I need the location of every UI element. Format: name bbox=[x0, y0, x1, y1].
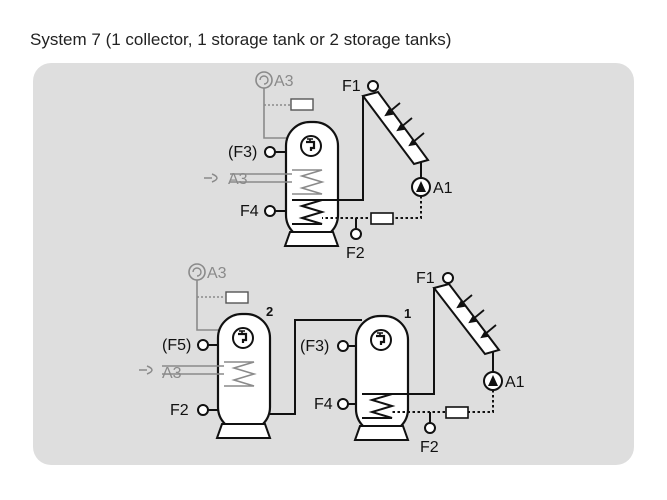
page-title: System 7 (1 collector, 1 storage tank or… bbox=[30, 30, 452, 49]
bottom-pump-icon bbox=[483, 371, 503, 391]
bottom-control-box bbox=[445, 406, 469, 419]
top-sun-arrows bbox=[384, 102, 425, 147]
bottom-sun-arrows bbox=[456, 294, 497, 339]
bottom-backup-actuator-icon bbox=[188, 263, 206, 281]
tank-1-sensor-f4 bbox=[337, 398, 349, 410]
top-label-f1: F1 bbox=[342, 78, 361, 95]
bottom-label-a3-burner: A3 bbox=[162, 365, 182, 382]
top-sensor-f3 bbox=[264, 146, 276, 158]
tank-1-label-f4: F4 bbox=[314, 396, 333, 413]
tank-1-tap-icon bbox=[369, 328, 393, 352]
top-pump-icon bbox=[411, 177, 431, 197]
top-backup-actuator-icon bbox=[255, 71, 273, 89]
top-sensor-f2 bbox=[350, 228, 362, 240]
top-label-f4: F4 bbox=[240, 203, 259, 220]
top-control-box bbox=[370, 212, 394, 225]
top-label-a3-burner: A3 bbox=[228, 171, 248, 188]
top-label-a3-actuator: A3 bbox=[274, 73, 294, 90]
tank-1-label-f3: (F3) bbox=[300, 338, 329, 355]
bottom-label-a3-actuator: A3 bbox=[207, 265, 227, 282]
bottom-control-box-grey bbox=[225, 291, 249, 304]
bottom-label-f1: F1 bbox=[416, 270, 435, 287]
top-tap-icon bbox=[299, 134, 323, 158]
bottom-sensor-f1 bbox=[442, 272, 454, 284]
bottom-label-f2: F2 bbox=[420, 439, 439, 456]
bottom-sensor-f2 bbox=[424, 422, 436, 434]
diagram-panel bbox=[33, 63, 634, 465]
top-burner-icon bbox=[204, 173, 218, 183]
tank-2-tap-icon bbox=[231, 326, 255, 350]
top-label-f3: (F3) bbox=[228, 144, 257, 161]
top-sensor-f1 bbox=[367, 80, 379, 92]
bottom-label-a1: A1 bbox=[505, 374, 525, 391]
tank-2-number: 2 bbox=[266, 304, 273, 319]
top-system: A3 A3 (F3) F4 F1 bbox=[204, 71, 453, 262]
top-control-box-grey bbox=[290, 98, 314, 111]
top-sensor-f4 bbox=[264, 205, 276, 217]
top-label-f2: F2 bbox=[346, 245, 365, 262]
tank-2-sensor-f5 bbox=[197, 339, 209, 351]
tank-1-number: 1 bbox=[404, 306, 411, 321]
tank-2-label-f5: (F5) bbox=[162, 337, 191, 354]
tank-2-sensor-f2 bbox=[197, 404, 209, 416]
top-label-a1: A1 bbox=[433, 180, 453, 197]
tank-1-sensor-f3 bbox=[337, 340, 349, 352]
tank-2-label-f2: F2 bbox=[170, 402, 189, 419]
bottom-system: A3 2 A3 (F5) F2 1 (F3) F4 bbox=[139, 263, 525, 456]
bottom-burner-icon bbox=[139, 365, 153, 375]
top-solar-collector bbox=[361, 90, 430, 166]
bottom-solar-collector bbox=[432, 282, 501, 356]
